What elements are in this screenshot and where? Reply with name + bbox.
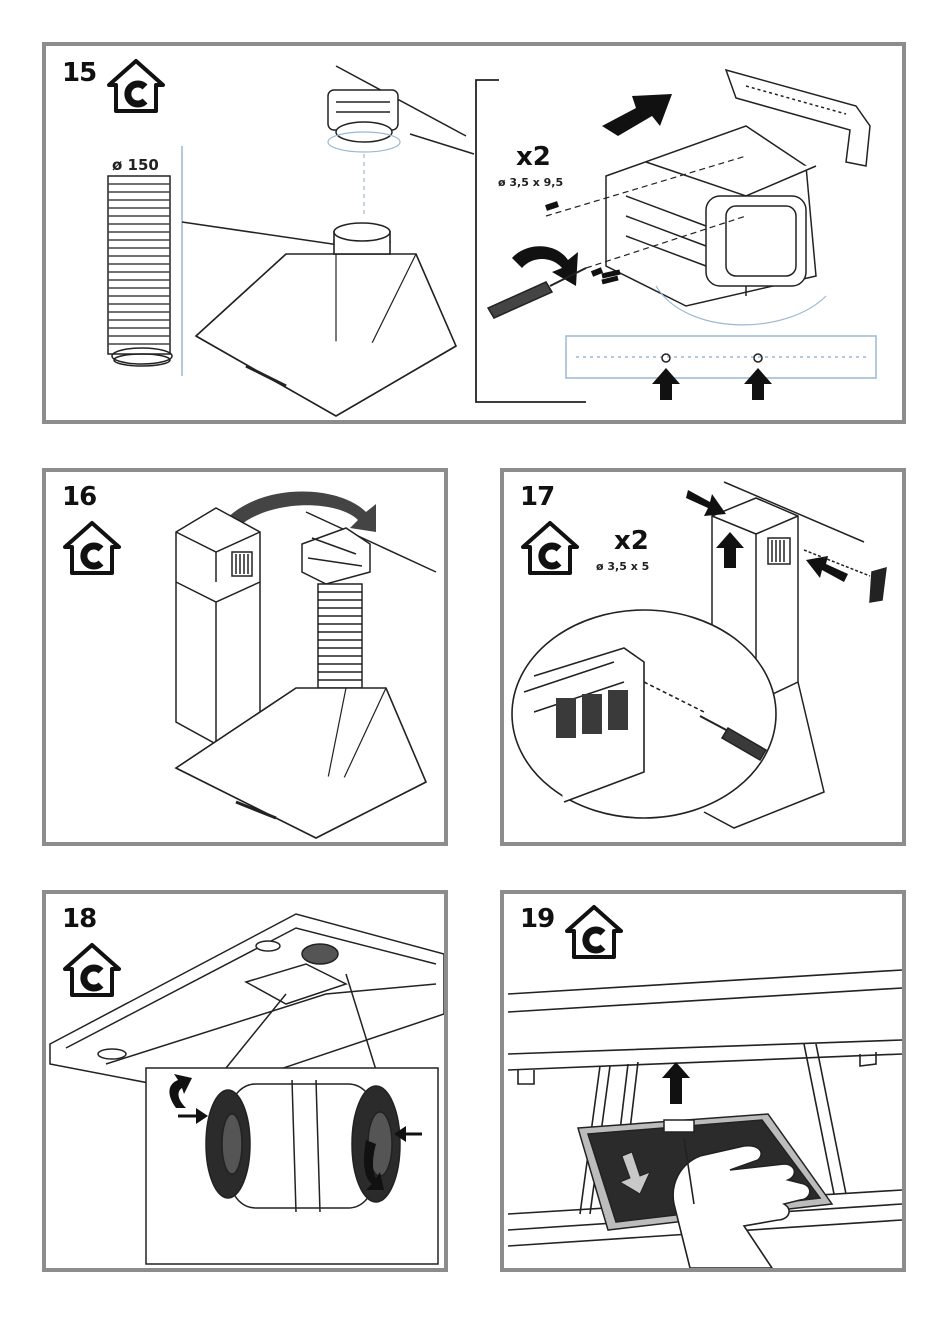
step-17-illustration: [504, 472, 902, 842]
step-16-panel: 16: [42, 468, 448, 846]
step-16-illustration: [46, 472, 444, 842]
hood-underside: [50, 914, 444, 1094]
rotate-arrow-icon: [512, 246, 578, 286]
mounting-plate: [566, 336, 876, 378]
push-arrow-icon: [686, 490, 726, 516]
push-arrow-icon: [806, 556, 848, 582]
up-arrow-icon: [662, 1062, 690, 1104]
flexible-duct: [108, 176, 172, 366]
step-15-panel: 15 ø 150 x2 ø 3,5 x 9,5: [42, 42, 906, 424]
step-19-illustration: [504, 894, 902, 1268]
screwdriver-icon: [488, 268, 586, 318]
step-17-panel: 17 x2 ø 3,5 x 5: [500, 468, 906, 846]
step-18-panel: 18: [42, 890, 448, 1272]
up-arrow-icon: [652, 368, 680, 400]
detail-zoom: [512, 610, 776, 818]
chimney-cover: [176, 508, 260, 744]
step-19-panel: 19: [500, 890, 906, 1272]
push-arrow-icon: [602, 94, 672, 136]
motor-assembly: [606, 126, 816, 306]
step-15-illustration: [46, 46, 902, 420]
flexible-duct: [318, 584, 362, 688]
hood-body: [196, 223, 456, 416]
up-arrow-icon: [744, 368, 772, 400]
motor-unit: [302, 528, 370, 584]
step-18-illustration: [46, 894, 444, 1268]
